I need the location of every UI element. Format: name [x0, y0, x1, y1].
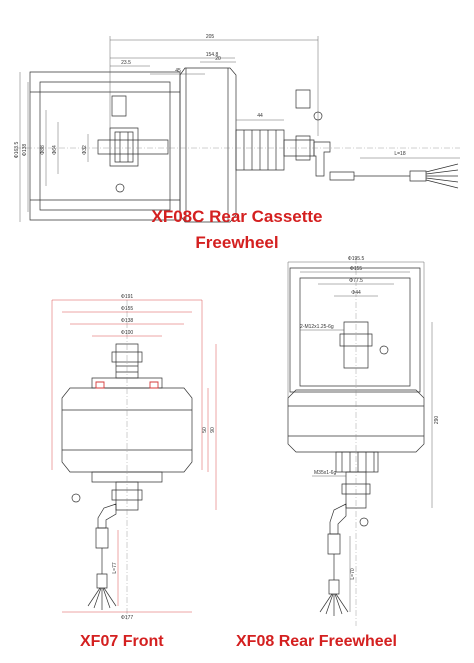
- xf08c-dim-left-b: Φ138: [22, 144, 28, 157]
- xf08c-wire: [426, 164, 458, 172]
- xf08-dim-a: Φ155: [350, 266, 363, 272]
- xf08-wire: [335, 594, 342, 614]
- xf08-dim-axle: M35x1-6g: [314, 470, 336, 476]
- xf07-dim-right-a: 50: [202, 427, 208, 433]
- xf08c-dim-left-c: Φ88: [40, 145, 46, 155]
- xf07-wire: [94, 588, 101, 608]
- caption-xf08-rear: XF08 Rear Freewheel: [236, 633, 397, 650]
- xf07-dim-a: Φ155: [121, 306, 134, 312]
- caption-xf08c-line1: XF08C Rear Cassette: [151, 207, 323, 226]
- xf08c-wire: [426, 170, 458, 174]
- xf08c-bearing-inner: [115, 132, 133, 162]
- xf08-dim-cable: L=70: [350, 568, 356, 579]
- xf08-dim-b: Φ77.5: [349, 278, 363, 284]
- xf07-dim-right-b: 90: [210, 427, 216, 433]
- xf08c-dim-c: 45: [175, 68, 181, 74]
- xf08-dim-overall: Φ195.5: [348, 256, 365, 262]
- xf07-highlight: [150, 382, 158, 388]
- xf08c-dim-b: 23.5: [121, 60, 131, 66]
- xf07-dim-b: Φ138: [121, 318, 134, 324]
- xf07-dim-overall: Φ191: [121, 294, 134, 300]
- caption-xf07-front: XF07 Front: [80, 633, 164, 650]
- xf08c-dim-d: 20: [215, 56, 221, 62]
- xf08-upper-shell: [290, 268, 420, 392]
- xf08-bolt-hole: [360, 518, 368, 526]
- xf08c-dim-left-e: Φ32: [82, 145, 88, 155]
- xf08-wire: [326, 594, 333, 614]
- xf07-highlight: [96, 382, 104, 388]
- xf08-cable-connector: [328, 534, 340, 554]
- xf08-dim-thread: 2-M12x1.25-6g: [300, 324, 334, 330]
- xf08-cable-exit: [330, 504, 346, 534]
- xf08c-dim-a: 154.8: [206, 52, 219, 58]
- xf08-wire: [320, 594, 332, 612]
- caption-xf08c-line2: Freewheel: [195, 233, 279, 252]
- xf07-bolt-hole: [72, 494, 80, 502]
- xf07-wire: [104, 588, 116, 606]
- xf08-cable-plug: [329, 580, 339, 594]
- xf08c-dim-e: 44: [257, 113, 263, 119]
- xf08c-torque-block: [296, 90, 310, 108]
- xf08c-dim-overall: 205: [206, 34, 215, 40]
- xf08c-bearing-block: [110, 128, 138, 166]
- xf07-wire: [88, 588, 100, 606]
- xf08-dim-right: 290: [434, 416, 440, 425]
- xf08c-hub-shell-inner: [40, 82, 170, 210]
- xf08-bolt-hole: [380, 346, 388, 354]
- xf08c-dim-left-d: Φ64: [52, 145, 58, 155]
- xf08c-motor-body: [180, 68, 236, 222]
- xf08c-wire: [426, 178, 458, 182]
- xf07-dim-cable: L=77: [112, 562, 118, 573]
- xf08c-bolt-hole: [116, 184, 124, 192]
- xf08-motor-body: [288, 390, 424, 452]
- xf08-dim-c: Φ44: [351, 290, 361, 296]
- xf07-dim-c: Φ100: [121, 330, 134, 336]
- xf08-wire: [336, 594, 348, 612]
- xf08c-cable-exit: [314, 142, 330, 176]
- xf08c-dim-cable: L=18: [394, 151, 405, 157]
- xf08-upper-inner: [300, 278, 410, 386]
- xf08c-dim-left-a: Φ163.5: [14, 142, 20, 159]
- xf08c-wire: [426, 180, 458, 188]
- xf08c-torque-block: [112, 96, 126, 116]
- xf07-wire: [103, 588, 110, 608]
- xf07-dim-bottom: Φ177: [121, 615, 134, 621]
